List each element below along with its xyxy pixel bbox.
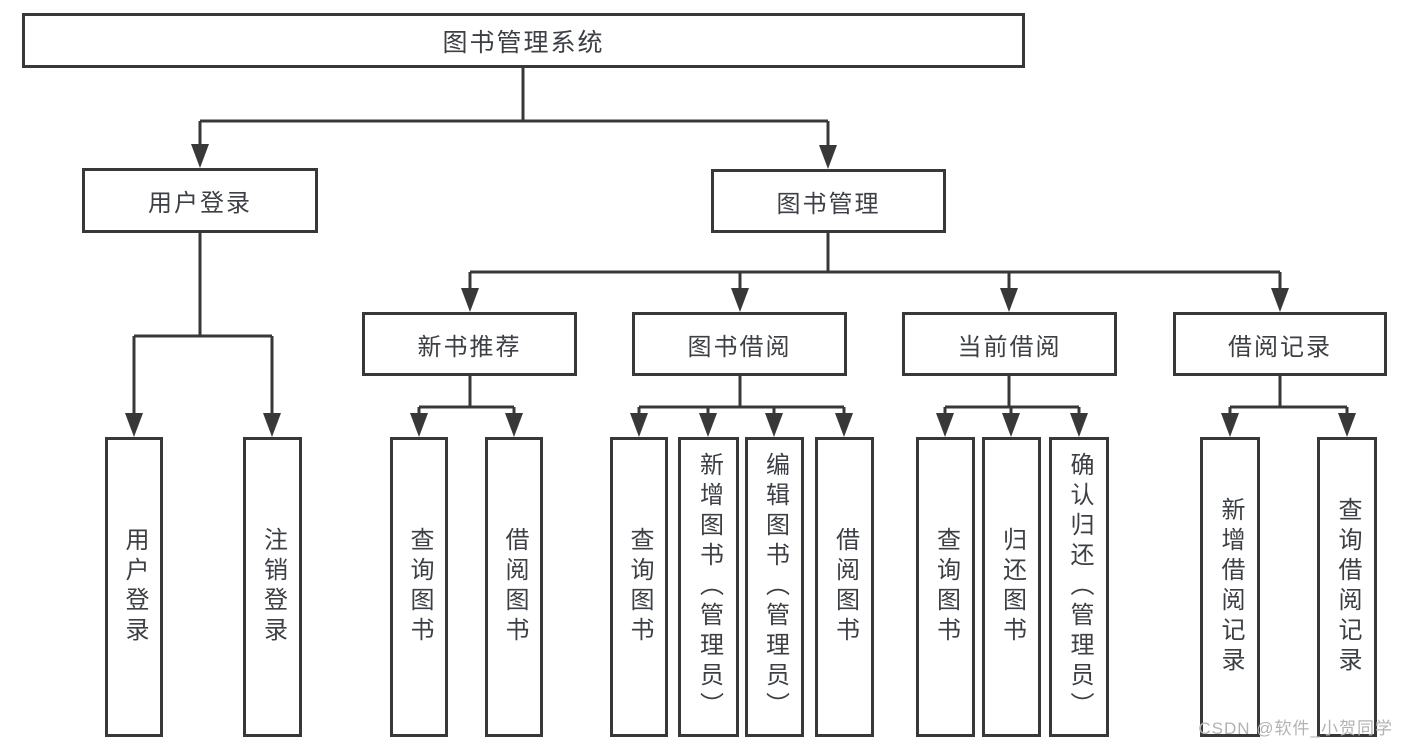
node-leaf-confirm-return-admin: 确认归还（管理员） <box>1049 437 1109 737</box>
node-leaf-user-login: 用户登录 <box>105 437 163 737</box>
arrowheads <box>125 144 1356 437</box>
node-leaf-add-borrow-record: 新增借阅记录 <box>1200 437 1260 737</box>
node-leaf-borrow-books: 借阅图书 <box>815 437 874 737</box>
node-leaf-logout: 注销登录 <box>243 437 302 737</box>
node-leaf-query-books-current: 查询图书 <box>916 437 975 737</box>
node-leaf-query-borrow-record: 查询借阅记录 <box>1317 437 1377 737</box>
node-new-book-recommend: 新书推荐 <box>362 312 577 376</box>
node-book-management: 图书管理 <box>711 169 946 233</box>
node-user-login: 用户登录 <box>82 168 318 233</box>
node-book-borrow: 图书借阅 <box>632 312 847 376</box>
node-leaf-query-books-borrow: 查询图书 <box>610 437 668 737</box>
node-leaf-add-book-admin: 新增图书（管理员） <box>678 437 739 737</box>
node-root: 图书管理系统 <box>22 13 1025 68</box>
connector-paths <box>132 68 1349 418</box>
node-current-borrow: 当前借阅 <box>902 312 1117 376</box>
node-leaf-query-books-recommend: 查询图书 <box>390 437 448 737</box>
node-leaf-return-book: 归还图书 <box>982 437 1041 737</box>
node-leaf-borrow-books-recommend: 借阅图书 <box>485 437 543 737</box>
node-borrow-records: 借阅记录 <box>1173 312 1387 376</box>
csdn-watermark: CSDN @软件_小贺同学 <box>1198 719 1393 738</box>
node-leaf-edit-book-admin: 编辑图书（管理员） <box>745 437 804 737</box>
